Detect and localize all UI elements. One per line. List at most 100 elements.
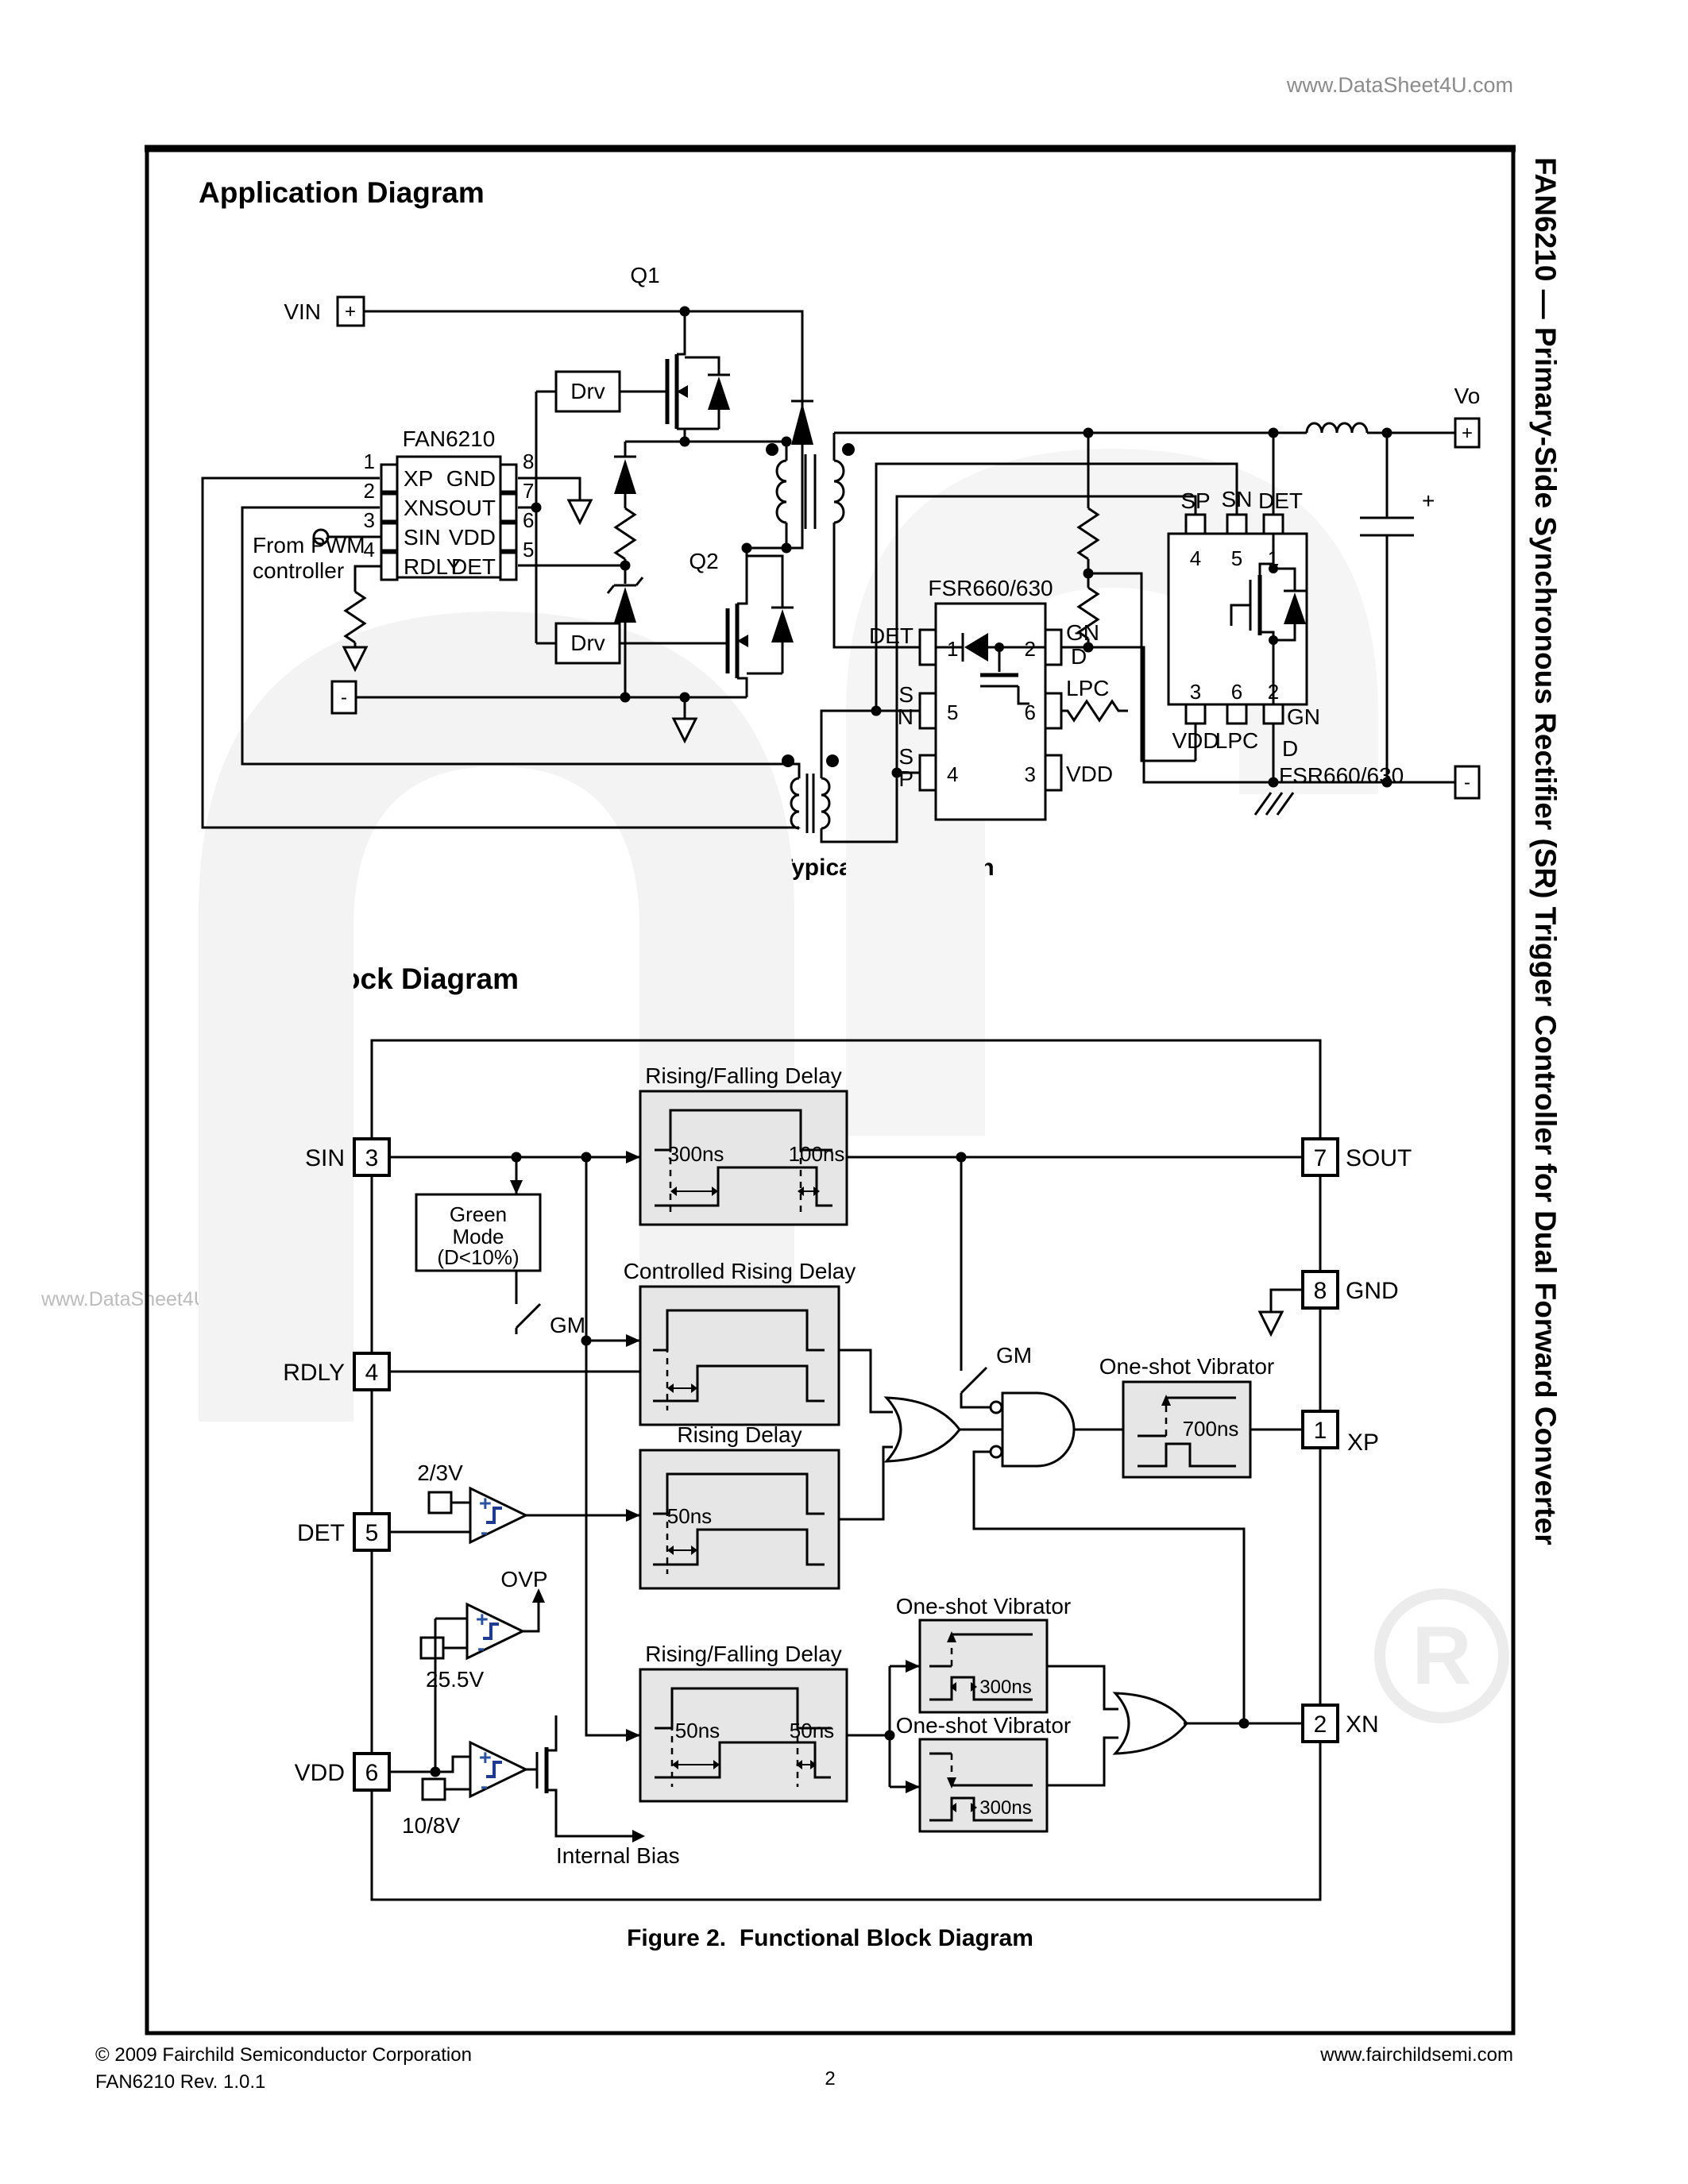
svg-text:D: D [1282,736,1298,761]
drv2-box [554,622,621,665]
svg-text:DET: DET [1258,488,1303,513]
svg-text:2: 2 [1025,637,1036,661]
nand-gate [989,1391,1076,1468]
svg-text:SOUT: SOUT [434,496,496,520]
svg-text:N: N [898,704,914,729]
svg-text:1: 1 [1314,1418,1327,1444]
svg-text:300ns: 300ns [979,1677,1031,1698]
svg-text:+: + [345,301,356,322]
svg-text:XP: XP [404,466,433,491]
svg-text:Internal Bias: Internal Bias [556,1843,680,1868]
svg-text:3: 3 [1025,762,1036,786]
rdly-resistor [342,565,381,673]
svg-text:One-shot Vibrator: One-shot Vibrator [896,1594,1072,1619]
svg-text:XN: XN [1346,1711,1379,1738]
gnd-arrow-ic [518,477,593,526]
gnd-arrow-primary [671,697,698,744]
svg-text:300ns: 300ns [979,1797,1031,1819]
reset-diode [791,399,813,445]
svg-text:SIN: SIN [404,525,441,550]
side-title: FAN6210 — Primary-Side Synchronous Recti… [1529,157,1562,1545]
svg-text:VDD: VDD [1066,762,1113,786]
output-capacitor: + [1360,433,1435,782]
svg-text:VDD: VDD [295,1760,345,1786]
svg-text:5: 5 [947,700,958,724]
svg-text:Green: Green [450,1202,507,1226]
divider-resistors [1076,433,1197,762]
svg-text:2: 2 [364,479,375,503]
gm-switch-nand: GM [960,1157,1032,1409]
svg-text:SP: SP [1180,488,1210,513]
svg-text:S: S [898,682,914,707]
or-gate-2 [1112,1692,1188,1755]
figure2-pins: 3 SIN 4 RDLY 5 DET 6 VDD 7 SOUT 8 GND 1 … [283,1137,1412,1792]
svg-text:6: 6 [523,508,534,532]
svg-text:+: + [476,1607,489,1631]
svg-text:One-shot Vibrator: One-shot Vibrator [896,1713,1072,1738]
bias-mosfet [526,1715,645,1843]
svg-text:OVP: OVP [500,1567,547,1592]
svg-text:GND: GND [1346,1278,1399,1304]
svg-text:FSR660/630: FSR660/630 [928,576,1053,600]
svg-text:5: 5 [365,1520,379,1546]
sin-terminal [312,528,381,546]
svg-text:GND: GND [446,466,496,491]
figure2-caption-number: Figure 2. [627,1925,727,1951]
rising-falling-delay-bottom: Rising/Falling Delay 50ns 50ns [639,1642,848,1803]
svg-text:+: + [1462,423,1473,444]
fan6210-ic: FAN6210 1 2 3 4 8 7 6 5 XP XN SIN RDLY G… [364,426,534,581]
svg-text:-: - [481,1520,488,1544]
svg-text:RDLY: RDLY [404,554,462,579]
svg-text:GN: GN [1066,620,1099,645]
footer-copyright: © 2009 Fairchild Semiconductor Corporati… [95,2044,472,2066]
vin-plus-terminal [336,295,365,327]
svg-text:6: 6 [365,1760,379,1786]
svg-text:+: + [479,1746,492,1769]
figure2-caption: Figure 2. Functional Block Diagram [147,1925,1513,1952]
footer-page-number: 2 [825,2068,836,2089]
drv1-box [554,370,621,413]
q2-mosfet: Q2 [689,542,794,697]
svg-text:FAN6210: FAN6210 [403,426,496,451]
footer-revision: FAN6210 Rev. 1.0.1 [95,2071,266,2093]
svg-text:3: 3 [1190,680,1201,704]
svg-text:1: 1 [364,450,375,473]
svg-text:Q1: Q1 [630,263,659,287]
svg-text:SN: SN [1222,487,1253,511]
svg-text:SOUT: SOUT [1346,1145,1412,1171]
svg-text:DET: DET [297,1520,345,1546]
svg-text:S: S [898,744,914,769]
drive-transformer [782,709,920,843]
one-shot-vibrator-1: One-shot Vibrator 700ns [1099,1354,1274,1479]
footer-site: www.fairchildsemi.com [1320,2044,1513,2066]
one-shot-vibrator-2: One-shot Vibrator 300ns [896,1594,1072,1714]
svg-text:50ns: 50ns [790,1719,834,1742]
svg-text:Drv: Drv [570,631,605,655]
svg-text:3: 3 [364,508,375,532]
svg-text:1: 1 [947,637,958,661]
svg-text:4: 4 [947,762,958,786]
svg-text:RDLY: RDLY [283,1360,345,1386]
svg-text:Mode: Mode [452,1225,504,1248]
output-inductor [1305,422,1369,434]
uvlo-comparator: + - 10/8V Internal Bias [389,1715,680,1868]
figure2-caption-text: Functional Block Diagram [739,1925,1033,1951]
svg-text:Rising/Falling Delay: Rising/Falling Delay [645,1642,841,1666]
or-gate-1 [883,1396,961,1463]
svg-text:-: - [341,687,347,708]
clamp-chain [606,442,644,697]
controlled-rising-delay: Controlled Rising Delay [624,1259,856,1426]
svg-text:Controlled Rising Delay: Controlled Rising Delay [624,1259,856,1283]
content-border [145,145,1516,2035]
svg-text:4: 4 [1190,546,1201,570]
svg-text:50ns: 50ns [667,1504,712,1528]
svg-text:50ns: 50ns [675,1719,720,1742]
svg-text:VDD: VDD [449,525,496,550]
svg-text:Q2: Q2 [689,549,718,573]
heading-application-diagram: Application Diagram [199,176,485,209]
svg-text:From PWM: From PWM [253,533,365,558]
output-rail: Vo + + - [834,384,1481,800]
svg-text:DET: DET [869,623,914,648]
rising-delay: Rising Delay 50ns [639,1422,840,1590]
